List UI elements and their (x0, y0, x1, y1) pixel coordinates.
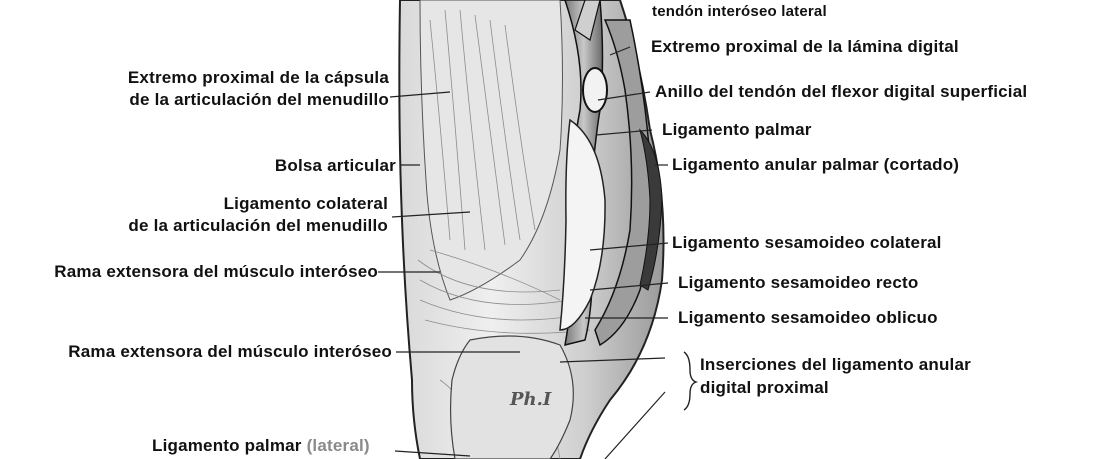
label-ligamento-palmar: Ligamento palmar (662, 120, 812, 140)
label-ligamento-sesamoideo-recto: Ligamento sesamoideo recto (678, 273, 918, 293)
label-tendon-interoseo-lateral: tendón interóseo lateral (652, 2, 827, 22)
label-ligamento-colateral-line1: Ligamento colateral (224, 194, 388, 214)
label-rama-extensora-2: Rama extensora del músculo interóseo (68, 342, 392, 362)
label-ligamento-anular-palmar: Ligamento anular palmar (cortado) (672, 155, 959, 175)
label-anillo-tendon-flexor: Anillo del tendón del flexor digital sup… (655, 82, 1027, 102)
label-rama-extensora-1: Rama extensora del músculo interóseo (54, 262, 378, 282)
label-extremo-proximal-lamina: Extremo proximal de la lámina digital (651, 37, 959, 57)
label-ligamento-palmar-lateral-main: Ligamento palmar (152, 436, 302, 455)
label-capsula-line1: Extremo proximal de la cápsula (128, 68, 389, 88)
brace (684, 352, 696, 410)
label-ligamento-sesamoideo-colateral: Ligamento sesamoideo colateral (672, 233, 942, 253)
tendon-ring (583, 68, 607, 112)
label-ligamento-palmar-lateral-suffix: (lateral) (307, 436, 370, 455)
phalanx-label: Ph.I (509, 389, 552, 410)
label-inserciones-line1: Inserciones del ligamento anular (700, 355, 971, 375)
label-inserciones-line2: digital proximal (700, 378, 829, 398)
label-ligamento-sesamoideo-oblicuo: Ligamento sesamoideo oblicuo (678, 308, 938, 328)
label-bolsa-articular: Bolsa articular (275, 156, 396, 176)
label-ligamento-colateral-line2: de la articulación del menudillo (128, 216, 388, 236)
label-capsula-line2: de la articulación del menudillo (129, 90, 389, 110)
label-ligamento-palmar-lateral: Ligamento palmar (lateral) (152, 436, 370, 456)
